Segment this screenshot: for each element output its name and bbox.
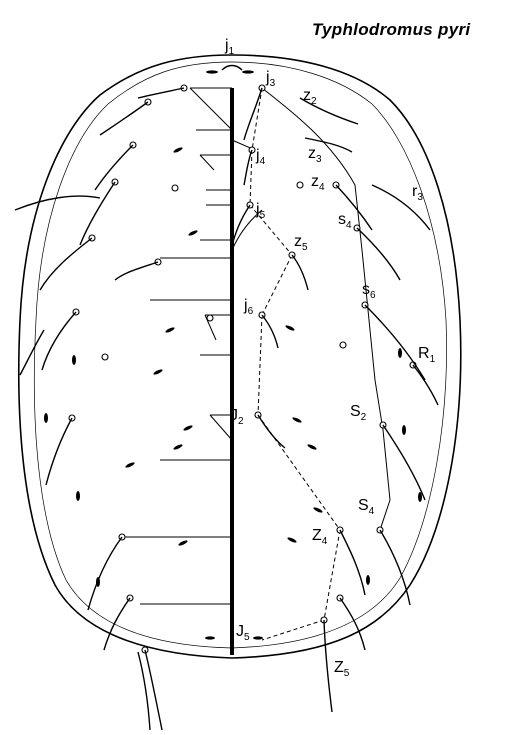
- label-J5: J5: [236, 623, 250, 643]
- seta-connector-lines: [250, 88, 340, 640]
- label-s4: s4: [338, 211, 352, 231]
- dorsal-shield-outline: [19, 55, 461, 658]
- label-S2: S2: [350, 403, 367, 423]
- label-r3: r3: [412, 183, 423, 203]
- label-j1: j1: [224, 37, 235, 57]
- label-s6: s6: [362, 281, 376, 301]
- shield-inner-edge: [34, 62, 446, 648]
- anterior-notch: [222, 66, 242, 71]
- label-z4: z4: [311, 173, 325, 193]
- label-Z4: Z4: [312, 527, 328, 547]
- label-j6: j6: [243, 297, 254, 317]
- left-half-structure: [125, 88, 232, 604]
- label-z5: z5: [294, 233, 308, 253]
- setal-sockets: [69, 85, 416, 653]
- label-j5: j5: [255, 201, 266, 221]
- setae-hairs: [15, 88, 438, 730]
- label-Z5: Z5: [334, 659, 350, 679]
- label-j4: j4: [255, 147, 266, 167]
- label-j3: j3: [265, 69, 276, 89]
- label-z3: z3: [308, 145, 322, 165]
- label-S4: S4: [358, 497, 375, 517]
- label-R1: R1: [418, 345, 436, 365]
